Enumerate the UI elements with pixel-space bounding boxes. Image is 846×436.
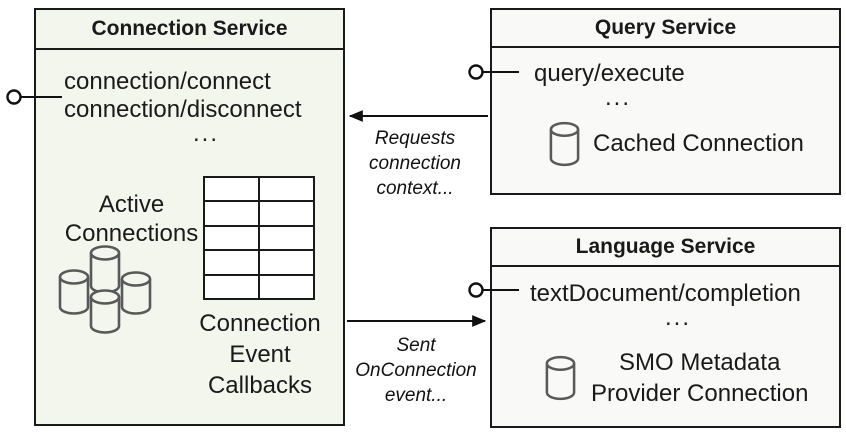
sent-onconnection-event-label: Sent OnConnection event... [355, 335, 477, 406]
connection-service-box: Connection Service connection/connect co… [34, 8, 345, 426]
connection-service-methods: connection/connect connection/disconnect… [64, 68, 348, 147]
callback-table [203, 176, 315, 300]
table-cell [260, 178, 313, 201]
method-label: textDocument/completion [530, 280, 801, 307]
ellipsis-label: ... [604, 84, 631, 111]
query-service-box: Query Service query/execute ... Cached C… [490, 8, 841, 195]
table-cell [205, 251, 258, 274]
database-icon [545, 355, 576, 401]
database-icon [549, 121, 580, 167]
language-service-title: Language Service [492, 229, 839, 267]
method-label: connection/connect [64, 68, 271, 95]
active-connections-label: Active Connections [64, 191, 199, 247]
table-cell [205, 275, 258, 298]
requests-connection-context-label: Requests connection context... [369, 128, 461, 199]
connection-service-title: Connection Service [36, 10, 343, 50]
table-cell [205, 178, 258, 201]
cached-connection-label: Cached Connection [593, 130, 804, 157]
table-cell [260, 275, 313, 298]
database-cluster-icon [58, 245, 152, 334]
query-service-title: Query Service [492, 10, 839, 48]
table-cell [260, 251, 313, 274]
smo-connection-row: SMO Metadata Provider Connection [544, 347, 808, 409]
ellipsis-label: ... [192, 120, 219, 147]
table-cell [260, 226, 313, 250]
language-service-box: Language Service textDocument/completion… [490, 227, 841, 428]
connection-event-callbacks-label: Connection Event Callbacks [199, 310, 321, 399]
table-cell [260, 202, 313, 225]
method-label: connection/disconnect [64, 96, 302, 123]
smo-connection-label: SMO Metadata Provider Connection [591, 349, 809, 407]
method-label: query/execute [534, 60, 685, 87]
table-cell [205, 202, 258, 225]
language-service-methods: textDocument/completion ... [530, 280, 826, 331]
table-cell [205, 226, 258, 250]
query-service-methods: query/execute ... [534, 60, 702, 111]
cached-connection-row: Cached Connection [548, 120, 804, 168]
ellipsis-label: ... [664, 304, 691, 331]
